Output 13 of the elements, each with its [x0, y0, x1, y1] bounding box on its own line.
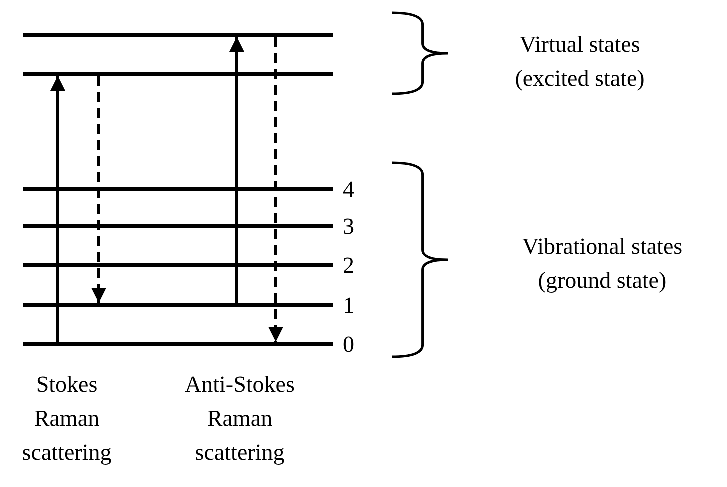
arrow [50, 76, 66, 342]
dashed-arrow [92, 76, 106, 303]
brace-label: Virtual states (excited state) [514, 31, 646, 93]
level-number: 3 [343, 215, 354, 239]
level-number: 4 [343, 178, 354, 202]
brace-label: Vibrational states (ground state) [521, 233, 684, 295]
level-number: 1 [343, 294, 354, 318]
arrow [230, 37, 244, 303]
process-label: Stokes Raman scattering [21, 371, 113, 467]
level-number: 2 [343, 254, 354, 278]
level-number: 0 [343, 333, 354, 357]
process-label: Anti-Stokes Raman scattering [184, 371, 296, 467]
dashed-arrow [268, 37, 284, 342]
